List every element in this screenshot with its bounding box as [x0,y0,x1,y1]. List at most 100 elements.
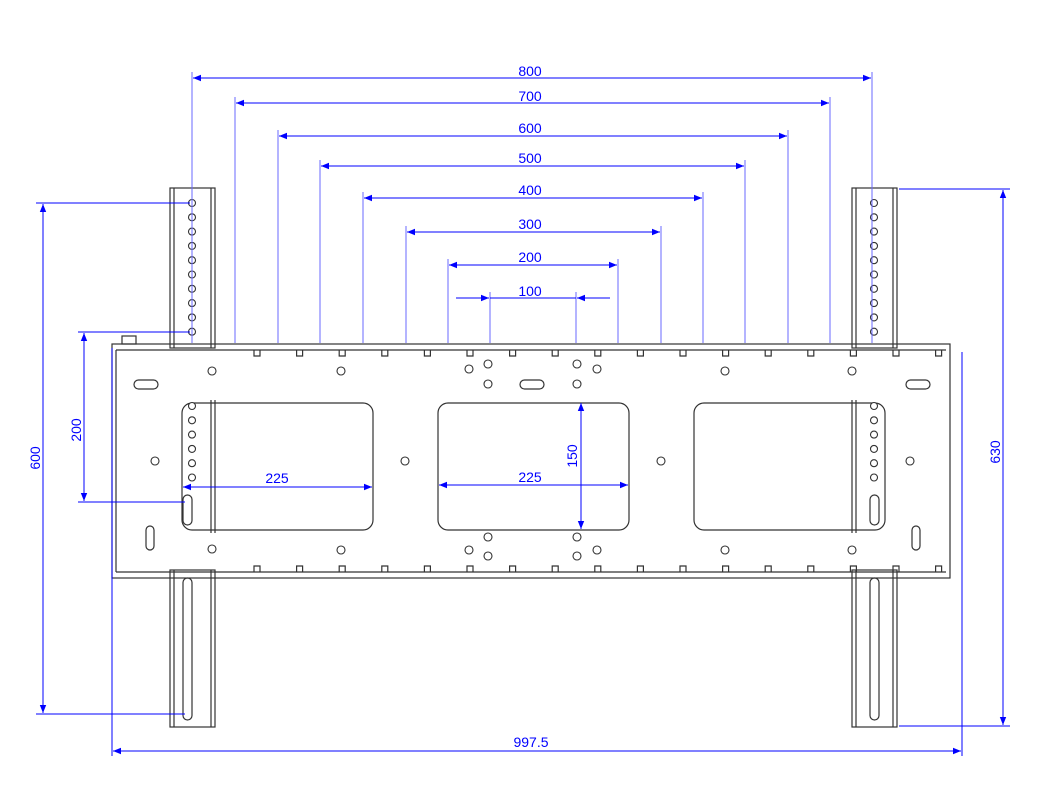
notch [935,565,943,572]
dim-right-height: 630 [987,440,1003,464]
notch [764,350,772,357]
dim-800: 800 [518,63,542,79]
mounting-plate [111,335,951,579]
notch [423,565,431,572]
notch [892,565,900,572]
dim-500: 500 [518,150,542,166]
notch [636,565,644,572]
dim-400: 400 [518,182,542,198]
dim-window-width-center: 225 [518,469,542,485]
notch [722,565,730,572]
hole [483,379,493,389]
notch [849,565,857,572]
notch [253,350,261,357]
slot [519,379,545,390]
hole [572,551,582,561]
hole [572,359,582,369]
hole [207,366,217,376]
hole [592,364,602,374]
hole [336,366,346,376]
dim-100: 100 [518,283,542,299]
notch [466,565,474,572]
dim-200: 200 [518,249,542,265]
dim-window-width: 225 [265,470,289,486]
right-lower-bracket [851,569,898,728]
vesa-dimensions [191,72,873,343]
dim-600: 600 [518,120,542,136]
notch [722,350,730,357]
notch [935,350,943,357]
slot [911,525,921,551]
window-dimensions: 225 225 150 [183,403,628,529]
notch [679,565,687,572]
bracket-hole [187,459,197,468]
left-lower-bracket [169,569,216,728]
left-window [181,402,374,531]
hole [592,545,602,555]
notch [253,565,261,572]
notch [679,350,687,357]
notch [423,350,431,357]
hole [207,544,217,554]
slot [133,379,159,390]
notch [466,350,474,357]
hole [336,545,346,555]
right-window [693,402,886,531]
bracket-hole [187,416,197,425]
bracket-hole [869,416,879,425]
notch [636,350,644,357]
hole [464,545,474,555]
hole [464,364,474,374]
dim-window-height: 150 [564,444,580,468]
hole [720,366,730,376]
notch [594,565,602,572]
notch [551,565,559,572]
hole [483,551,493,561]
right-upper-bracket [851,187,898,349]
hole [847,545,857,555]
bracket-hole [187,473,197,482]
notch [892,350,900,357]
hole [483,359,493,369]
hole [720,545,730,555]
slot [145,525,155,551]
hole [905,456,915,466]
bracket-hole [869,401,879,411]
notch [296,565,304,572]
notch [551,350,559,357]
bracket-hole [869,430,879,439]
notch [509,565,517,572]
notch [338,350,346,357]
notch [594,350,602,357]
notch [509,350,517,357]
hole [847,366,857,376]
notch [381,565,389,572]
bracket-hole [187,444,197,453]
bracket-hole [187,401,197,411]
notch [807,350,815,357]
bracket-hole [869,444,879,453]
outer-dimensions: 600 200 630 997.5 [27,188,1010,756]
hole [400,456,410,466]
plate-notches [253,350,943,572]
dim-overall-width: 997.5 [513,734,548,750]
hole [656,456,666,466]
bracket-hole [869,473,879,482]
dim-left-spacing: 200 [68,418,84,442]
notch [338,565,346,572]
center-window [437,402,630,531]
bracket-hole [187,430,197,439]
hole [572,532,582,542]
dimension-labels: 800 700 600 500 400 300 200 100 [518,63,542,299]
hole [572,379,582,389]
notch [764,565,772,572]
dim-300: 300 [518,216,542,232]
notch [849,350,857,357]
slot [905,379,931,390]
dim-700: 700 [518,88,542,104]
notch [296,350,304,357]
hole [483,532,493,542]
bracket-hole [869,459,879,468]
notch [381,350,389,357]
